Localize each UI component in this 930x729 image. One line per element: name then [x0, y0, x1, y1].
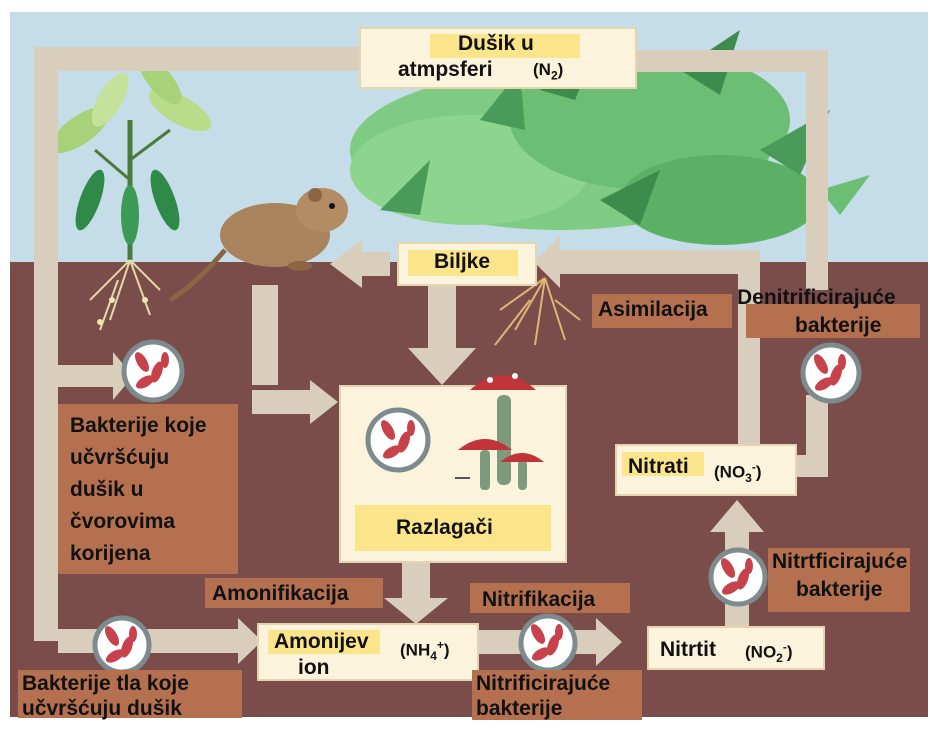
ammonium-formula: (NH4+) — [400, 638, 450, 663]
nitrate-formula: (NO3-) — [714, 460, 762, 485]
atmosphere-formula: (N2) — [533, 60, 563, 82]
decomposer-bacteria — [368, 410, 428, 470]
arrow-right-vertical — [806, 50, 828, 290]
bacteria-soil — [95, 618, 149, 672]
arrow-to-plants — [560, 250, 760, 274]
arrow-atmosphere-left — [34, 47, 366, 71]
denitrifying-label-line2: bakterije — [795, 314, 881, 338]
denitrifying-label-line1: Denitrificirajuće — [737, 286, 896, 310]
nitrite-bacteria-label-line1: Nitrtficirajuće — [772, 550, 907, 574]
ammonium-label-line2: ion — [298, 656, 330, 680]
bacteria-nitrifying — [521, 616, 575, 670]
plants-label: Biljke — [434, 250, 490, 274]
soil-bacteria-label-line1: Bakterije tla koje — [22, 672, 189, 696]
nitrifying-bacteria-label-line1: Nitrificirajuće — [476, 672, 610, 696]
decomposers-label: Razlagači — [396, 516, 493, 540]
arrow-to-atmosphere — [636, 50, 826, 72]
bacteria-nitrite — [711, 550, 765, 604]
nitrite-label: Nitrtit — [660, 638, 716, 662]
atmosphere-label-line2: atmpsferi — [398, 58, 493, 82]
root-nodule-bacteria-label: Bakterije koje učvršćuju dušik u čvorovi… — [70, 410, 207, 570]
arrow-nitrate-up — [738, 250, 760, 445]
bacteria-denitrifying — [803, 345, 859, 401]
nitrate-label: Nitrati — [628, 455, 689, 479]
ammonium-label-line1: Amonijev — [274, 630, 369, 654]
atmosphere-label-line1: Dušik u — [458, 32, 534, 56]
nitrifying-bacteria-label-line2: bakterije — [476, 697, 562, 721]
soil-bacteria-label-line2: učvršćuju dušik — [22, 697, 182, 721]
bacteria-root-nodule — [124, 342, 182, 400]
assimilation-label: Asimilacija — [598, 298, 708, 322]
nitrification-label: Nitrifikacija — [482, 588, 595, 612]
arrow-left-vertical — [34, 47, 58, 641]
nitrite-bacteria-label-line2: bakterije — [796, 578, 882, 602]
arrow-to-root-nodule — [58, 365, 113, 387]
ammonification-label: Amonifikacija — [212, 582, 349, 606]
nitrite-formula: (NO2-) — [745, 640, 793, 665]
